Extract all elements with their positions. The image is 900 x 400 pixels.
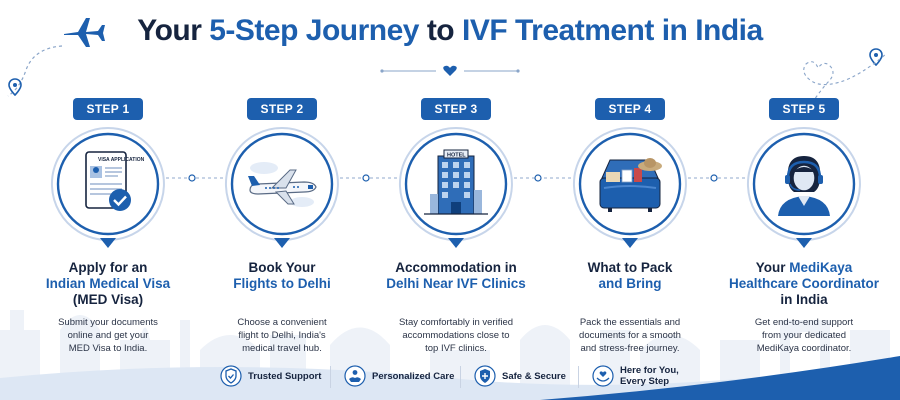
care-hands-icon [344,365,366,387]
step-heading: Accommodation in Delhi Near IVF Clinics [386,260,526,291]
shield-check-icon [220,365,242,387]
step-description: Pack the essentials and documents for a … [579,317,681,354]
airplane-decoration-icon [64,18,105,47]
step-description: Choose a convenient flight to Delhi, Ind… [237,317,327,354]
step-badge: STEP 2 [246,98,318,120]
feature-divider [578,366,579,388]
step-description: Stay comfortably in verified accommodati… [398,317,514,354]
feature-here-for-you: Here for You, Every Step [592,364,679,388]
step-3: STEP 3 HOTEL Accommodation in Delhi Near… [371,98,541,355]
step-description: Submit your documents online and get you… [58,317,158,354]
step-badge: STEP 3 [420,98,492,120]
airplane-icon [248,162,317,207]
step-illustration-frame [746,126,862,248]
heart-path-decoration [801,53,887,119]
location-pin-icon [8,78,22,96]
feature-divider [330,366,331,388]
suitcase-icon [599,158,662,212]
visa-document-icon: VISA APPLICATION [85,151,145,211]
step-description: Get end-to-end support from your dedicat… [754,317,854,354]
page-title: Your 5-Step Journey to IVF Treatment in … [137,14,763,47]
svg-text:HOTEL: HOTEL [447,153,466,159]
hotel-building-icon: HOTEL [424,149,488,215]
city-skyline-background [0,310,900,400]
step-badge: STEP 5 [768,98,840,120]
feature-divider [460,366,461,388]
feature-trusted-support: Trusted Support [220,364,321,388]
step-5: STEP 5 Your MediKaya Healthcare Coordina… [719,98,889,355]
step-2: STEP 2 Book Your Flights to Delhi Choose… [197,98,367,355]
location-pin-icon [869,48,883,66]
step-heading: What to Pack and Bring [587,260,673,291]
step-4: STEP 4 What to Pack and Bring Pack the e… [545,98,715,355]
flight-path-decoration [7,45,63,97]
feature-safe-secure: Safe & Secure [474,364,566,388]
step-1: STEP 1 VISA APPLICATION Apply for an Ind… [23,98,193,355]
feature-bar: Trusted Support Personalized Care Safe &… [0,360,900,392]
step-heading: Apply for an Indian Medical Visa (MED Vi… [45,260,171,307]
headset-coordinator-icon [778,156,830,216]
step-illustration-frame: HOTEL [398,126,514,248]
feature-personalized-care: Personalized Care [344,364,454,388]
shield-plus-icon [474,365,496,387]
step-illustration-frame: VISA APPLICATION [50,126,166,248]
heart-hands-icon [592,365,614,387]
step-illustration-frame [224,126,340,248]
step-heading: Your MediKaya Healthcare Coordinator in … [728,260,880,307]
step-badge: STEP 1 [72,98,144,120]
step-heading: Book Your Flights to Delhi [233,260,331,291]
step-badge: STEP 4 [594,98,666,120]
title-divider [380,65,520,76]
step-illustration-frame [572,126,688,248]
svg-text:VISA APPLICATION: VISA APPLICATION [98,157,145,163]
